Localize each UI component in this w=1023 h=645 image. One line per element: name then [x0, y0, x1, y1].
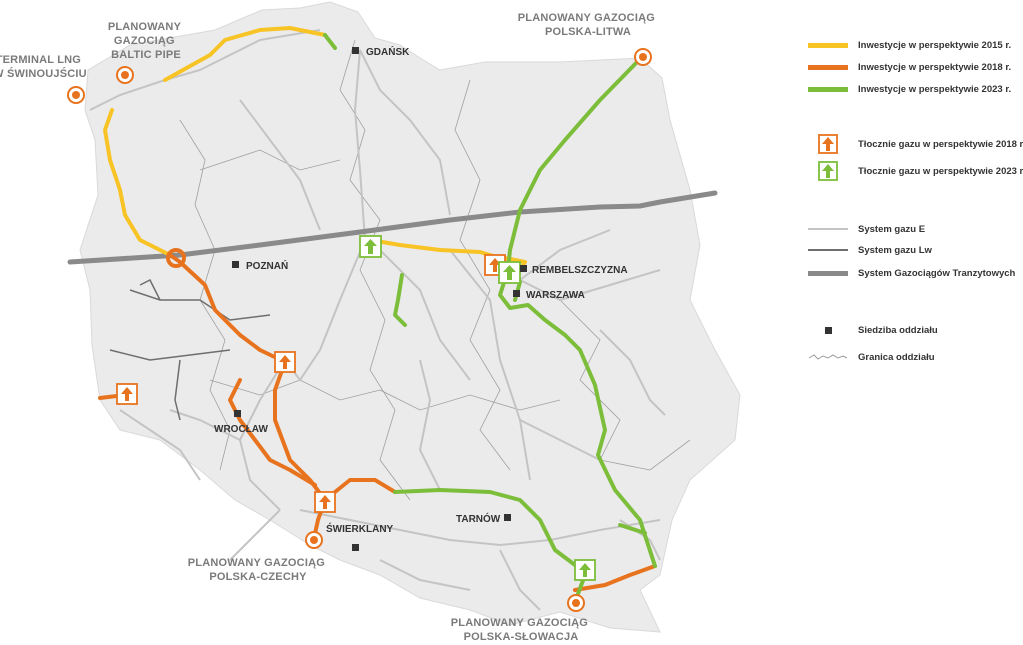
- transit-pipeline: [67, 190, 718, 265]
- compressor-stations: [116, 235, 596, 581]
- hq-tarnow: [504, 514, 511, 521]
- compressor-2023-icon: [498, 261, 521, 284]
- legend-item-branch-border: Granica oddziału: [808, 349, 935, 365]
- compressor-2018-icon: [484, 254, 506, 276]
- legend-item-inv-2015: Inwestycje w perspektywie 2015 r.: [808, 37, 1011, 53]
- planned-endpoints: [67, 48, 652, 612]
- compressor-2018-icon: [116, 383, 138, 405]
- city-wroclaw: WROCŁAW: [214, 424, 268, 435]
- branch-headquarters: [232, 47, 527, 551]
- compressor-2023-legend-icon: [818, 161, 838, 181]
- system-e-network: [89, 29, 666, 611]
- baltic-pipe-label: PLANOWANY GAZOCIĄG BALTIC PIPE: [108, 21, 184, 61]
- legend-item-compressor-2023: Tłocznie gazu w perspektywie 2023 r.: [808, 161, 1023, 181]
- city-rembelszczyzna: REMBELSZCZYZNA: [532, 265, 628, 276]
- hq-poznan: [232, 261, 239, 268]
- legend-item-transit: System Gazociągów Tranzytowych: [808, 265, 1015, 281]
- city-warszawa: WARSZAWA: [526, 290, 585, 301]
- hq-gdansk: [352, 47, 359, 54]
- hq-swierklany: [352, 544, 359, 551]
- city-tarnow: TARNÓW: [456, 512, 501, 525]
- legend-swatch-orange: [808, 64, 848, 70]
- legend-swatch-dark-grey: [808, 249, 848, 251]
- city-gdansk: GDAŃSK: [366, 45, 410, 58]
- compressor-2018-legend-icon: [818, 134, 838, 154]
- legend-item-system-e: System gazu E: [808, 221, 925, 237]
- legend-item-inv-2023: Inwestycje w perspektywie 2023 r.: [808, 81, 1011, 97]
- city-swierklany: ŚWIERKLANY: [326, 522, 394, 535]
- legend-swatch-light-grey: [808, 228, 848, 230]
- legend-item-compressor-2018: Tłocznie gazu w perspektywie 2018 r.: [808, 134, 1023, 154]
- border-line-icon: [808, 354, 848, 360]
- hq-wroclaw: [234, 410, 241, 417]
- legend-swatch-green: [808, 86, 848, 92]
- legend-item-inv-2018: Inwestycje w perspektywie 2018 r.: [808, 59, 1011, 75]
- hq-square-icon: [824, 326, 832, 334]
- compressor-2023-icon: [574, 559, 596, 581]
- legend-item-system-lw: System gazu Lw: [808, 242, 932, 258]
- polska-litwa-label: PLANOWANY GAZOCIĄG POLSKA-LITWA: [518, 12, 659, 38]
- investments-2015: [103, 26, 527, 272]
- poland-outline: [79, 1, 741, 633]
- hq-rembelszczyzna: [520, 265, 527, 272]
- city-poznan: POZNAŃ: [246, 259, 288, 272]
- compressor-2018-icon: [274, 351, 296, 373]
- system-lw-network: [109, 278, 271, 421]
- compressor-2023-icon: [359, 235, 382, 258]
- polska-slowacja-label: PLANOWANY GAZOCIĄG POLSKA-SŁOWACJA: [451, 617, 592, 643]
- legend-item-branch-hq: Siedziba oddziału: [808, 322, 938, 338]
- terminal-lng-label: TERMINAL LNG W ŚWINOUJŚCIU: [0, 54, 87, 80]
- hq-warszawa: [513, 290, 520, 297]
- compressor-2018-icon: [314, 491, 336, 513]
- polska-czechy-label: PLANOWANY GAZOCIĄG POLSKA-CZECHY: [188, 557, 329, 583]
- legend-swatch-yellow: [808, 42, 848, 48]
- legend-swatch-grey-thick: [808, 270, 848, 276]
